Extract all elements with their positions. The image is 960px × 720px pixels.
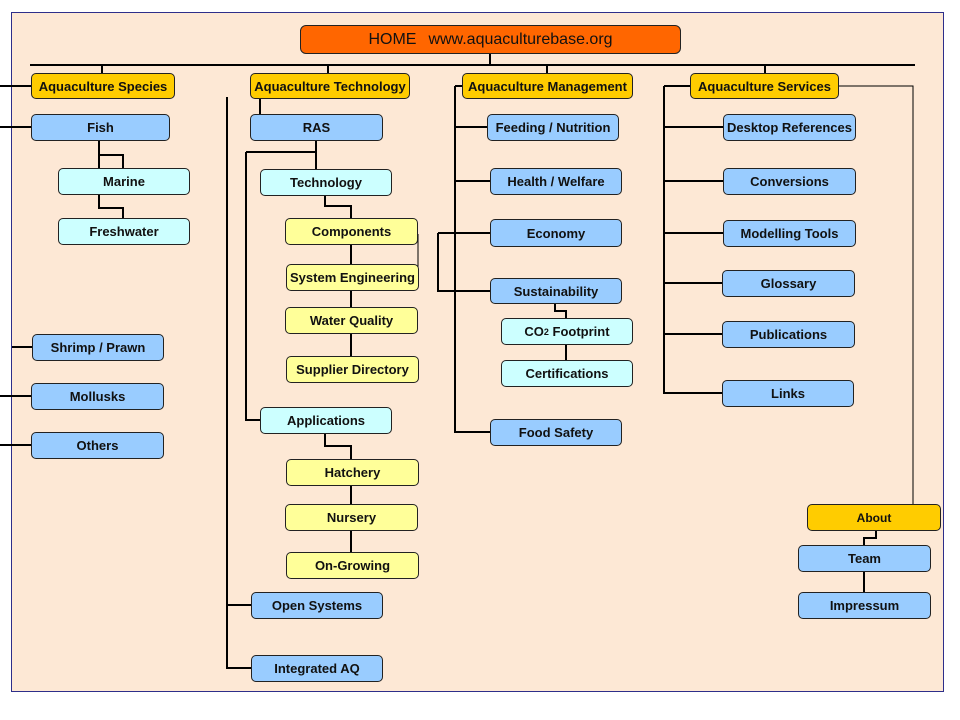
category-aquaculture-management[interactable]: Aquaculture Management <box>462 73 633 99</box>
node-modelling-tools[interactable]: Modelling Tools <box>723 220 856 247</box>
node-ras[interactable]: RAS <box>250 114 383 141</box>
node-sustainability[interactable]: Sustainability <box>490 278 622 304</box>
node-health-welfare[interactable]: Health / Welfare <box>490 168 622 195</box>
node-supplier-directory[interactable]: Supplier Directory <box>286 356 419 383</box>
connector <box>324 434 352 459</box>
node-feeding-nutrition[interactable]: Feeding / Nutrition <box>487 114 619 141</box>
node-others[interactable]: Others <box>31 432 164 459</box>
node-integrated-aq[interactable]: Integrated AQ <box>251 655 383 682</box>
node-components[interactable]: Components <box>285 218 418 245</box>
co2-prefix: CO <box>524 324 544 339</box>
category-about[interactable]: About <box>807 504 941 531</box>
node-applications[interactable]: Applications <box>260 407 392 434</box>
node-water-quality[interactable]: Water Quality <box>285 307 418 334</box>
node-freshwater[interactable]: Freshwater <box>58 218 190 245</box>
connector <box>863 531 877 545</box>
connector <box>554 304 567 318</box>
connector <box>98 195 124 218</box>
category-aquaculture-technology[interactable]: Aquaculture Technology <box>250 73 410 99</box>
node-hatchery[interactable]: Hatchery <box>286 459 419 486</box>
connector <box>839 85 914 504</box>
node-links[interactable]: Links <box>722 380 854 407</box>
node-conversions[interactable]: Conversions <box>723 168 856 195</box>
node-team[interactable]: Team <box>798 545 931 572</box>
node-certifications[interactable]: Certifications <box>501 360 633 387</box>
node-on-growing[interactable]: On-Growing <box>286 552 419 579</box>
connector <box>454 86 490 433</box>
node-publications[interactable]: Publications <box>722 321 855 348</box>
connector <box>324 195 352 218</box>
home-url: www.aquaculturebase.org <box>428 30 613 48</box>
node-nursery[interactable]: Nursery <box>285 504 418 531</box>
co2-suffix: Footprint <box>548 324 610 339</box>
connector <box>226 97 251 669</box>
co2-subscript: 2 <box>543 326 549 337</box>
home-label: HOME <box>368 30 417 48</box>
category-aquaculture-services[interactable]: Aquaculture Services <box>690 73 839 99</box>
node-mollusks[interactable]: Mollusks <box>31 383 164 410</box>
node-desktop-references[interactable]: Desktop References <box>723 114 856 141</box>
home-button[interactable]: HOME www.aquaculturebase.org <box>300 25 681 54</box>
connector <box>663 86 722 394</box>
connector <box>99 154 124 168</box>
node-impressum[interactable]: Impressum <box>798 592 931 619</box>
node-system-engineering[interactable]: System Engineering <box>286 264 419 291</box>
node-shrimp-prawn[interactable]: Shrimp / Prawn <box>32 334 164 361</box>
node-glossary[interactable]: Glossary <box>722 270 855 297</box>
node-food-safety[interactable]: Food Safety <box>490 419 622 446</box>
connector <box>437 233 490 292</box>
node-fish[interactable]: Fish <box>31 114 170 141</box>
connector <box>245 152 260 421</box>
node-economy[interactable]: Economy <box>490 219 622 247</box>
node-open-systems[interactable]: Open Systems <box>251 592 383 619</box>
category-aquaculture-species[interactable]: Aquaculture Species <box>31 73 175 99</box>
node-marine[interactable]: Marine <box>58 168 190 195</box>
node-technology[interactable]: Technology <box>260 169 392 196</box>
